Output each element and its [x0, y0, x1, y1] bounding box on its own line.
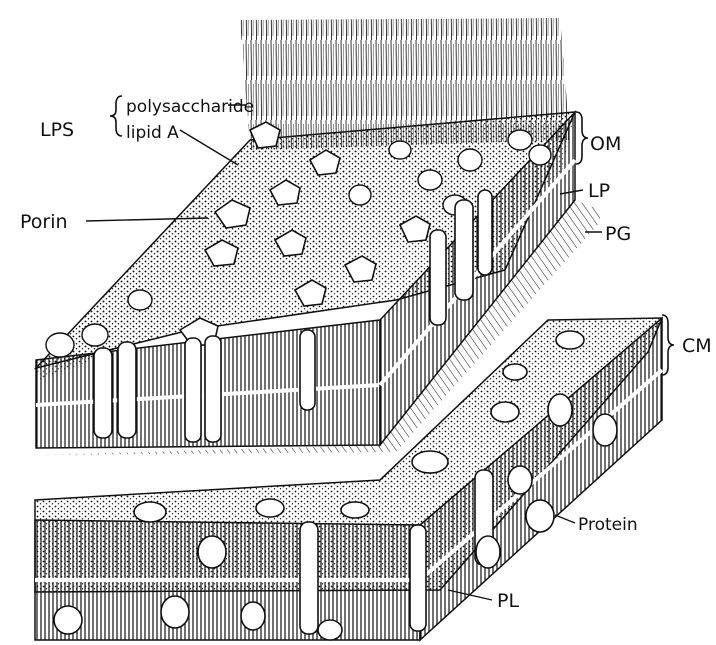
lps-brace — [110, 96, 122, 136]
label-polysaccharide: polysaccharide — [126, 97, 254, 117]
label-lps: LPS — [40, 119, 74, 141]
label-pg: PG — [605, 223, 631, 245]
label-lipid-a: lipid A — [126, 123, 179, 143]
protein-leader — [555, 515, 575, 523]
lipid-a-leader — [180, 130, 238, 165]
cm-brace — [662, 315, 674, 375]
label-lp: LP — [588, 180, 610, 202]
om-brace — [576, 112, 588, 164]
label-protein: Protein — [578, 515, 638, 535]
label-cm: CM — [682, 335, 712, 357]
label-om: OM — [590, 133, 621, 155]
label-pl: PL — [497, 590, 519, 612]
label-porin: Porin — [20, 211, 68, 233]
